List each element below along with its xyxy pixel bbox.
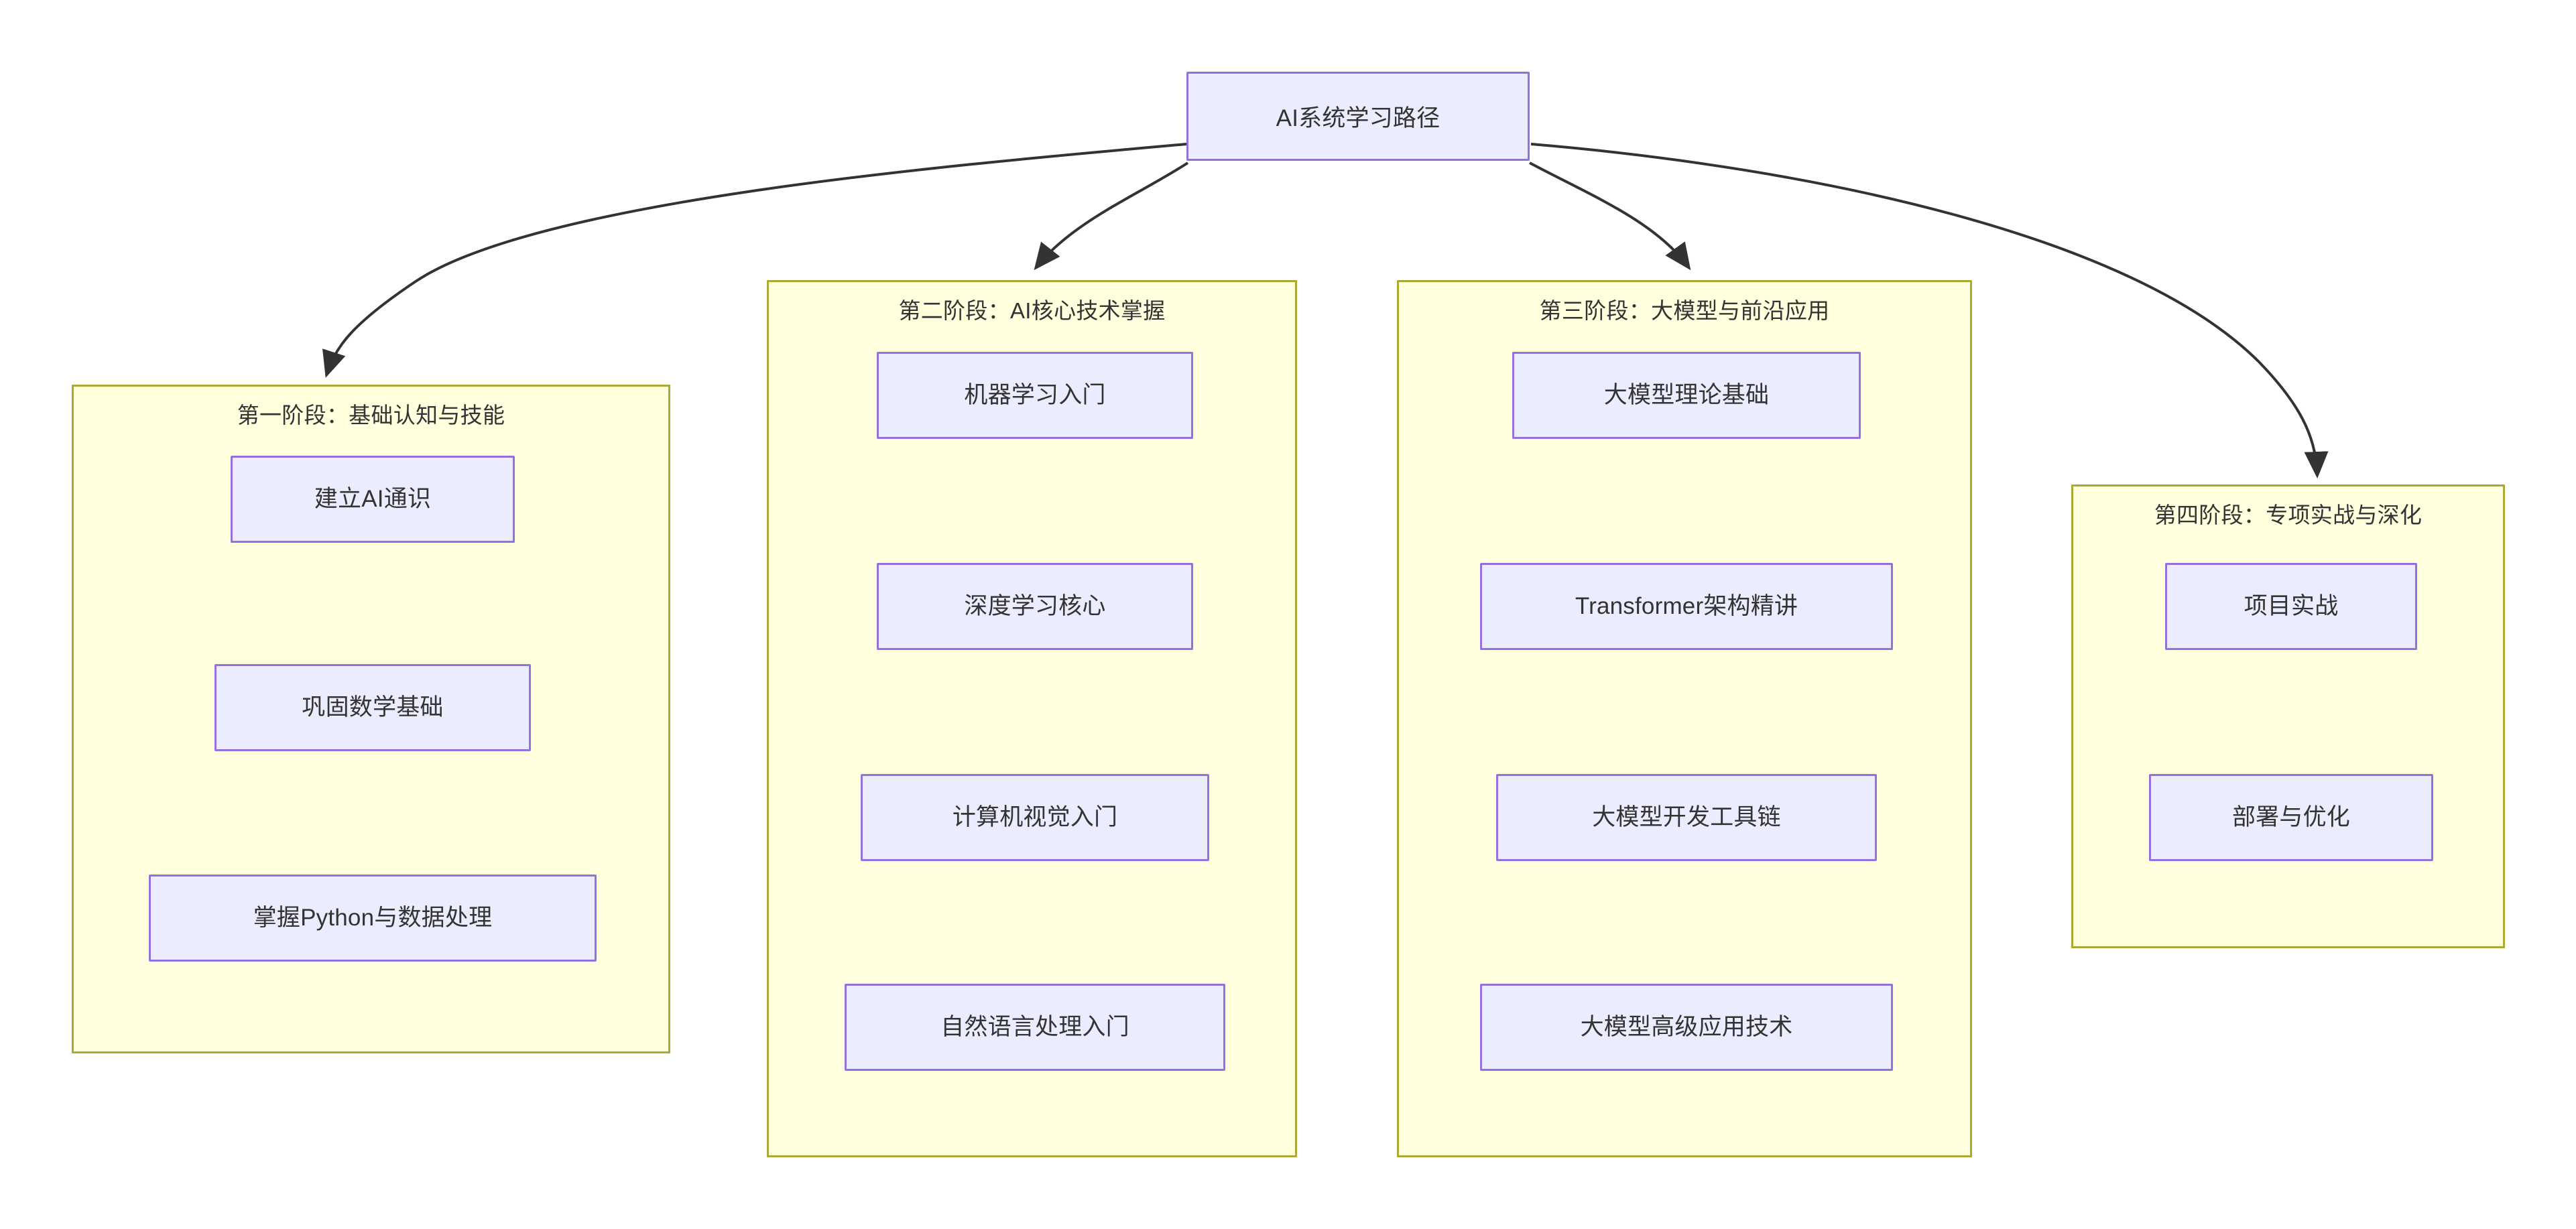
node-stage-3-1[interactable]: 大模型理论基础 <box>1512 352 1861 439</box>
node-label: 大模型理论基础 <box>1603 382 1770 409</box>
node-label: 部署与优化 <box>2231 804 2350 831</box>
node-label: 建立AI通识 <box>314 486 432 513</box>
edge-root-to-stage-3 <box>1529 161 1691 271</box>
cluster-title-stage-2: 第二阶段：AI核心技术掌握 <box>898 298 1166 323</box>
cluster-title-stage-3: 第三阶段：大模型与前沿应用 <box>1539 298 1830 323</box>
node-label: 大模型开发工具链 <box>1592 804 1781 831</box>
node-label: 掌握Python与数据处理 <box>253 905 493 931</box>
node-label: 大模型高级应用技术 <box>1580 1014 1793 1041</box>
root-node-label: AI系统学习路径 <box>1276 105 1440 131</box>
node-label: 巩固数学基础 <box>302 694 444 721</box>
cluster-title-stage-4: 第四阶段：专项实战与深化 <box>2154 503 2422 527</box>
node-stage-4-2[interactable]: 部署与优化 <box>2149 774 2433 861</box>
node-stage-4-1[interactable]: 项目实战 <box>2165 563 2417 650</box>
edge-root-to-stage-2 <box>1034 161 1189 271</box>
cluster-title-stage-1: 第一阶段：基础认知与技能 <box>237 403 505 428</box>
node-stage-2-2[interactable]: 深度学习核心 <box>877 563 1193 650</box>
node-stage-2-1[interactable]: 机器学习入门 <box>877 352 1193 439</box>
node-stage-2-4[interactable]: 自然语言处理入门 <box>845 984 1225 1071</box>
cluster-stage-4[interactable]: 第四阶段：专项实战与深化 <box>2071 484 2505 948</box>
node-stage-3-4[interactable]: 大模型高级应用技术 <box>1480 984 1893 1071</box>
node-stage-1-2[interactable]: 巩固数学基础 <box>214 664 531 751</box>
node-stage-3-2[interactable]: Transformer架构精讲 <box>1480 563 1893 650</box>
node-stage-2-3[interactable]: 计算机视觉入门 <box>861 774 1209 861</box>
node-label: 项目实战 <box>2244 593 2339 620</box>
node-stage-1-3[interactable]: 掌握Python与数据处理 <box>149 875 597 962</box>
node-stage-1-1[interactable]: 建立AI通识 <box>231 456 515 543</box>
node-label: 深度学习核心 <box>964 593 1106 620</box>
root-node[interactable]: AI系统学习路径 <box>1186 72 1530 161</box>
node-stage-3-3[interactable]: 大模型开发工具链 <box>1496 774 1877 861</box>
node-label: Transformer架构精讲 <box>1575 593 1798 620</box>
node-label: 自然语言处理入门 <box>940 1014 1129 1041</box>
node-label: 计算机视觉入门 <box>952 804 1118 831</box>
node-label: 机器学习入门 <box>964 382 1106 409</box>
